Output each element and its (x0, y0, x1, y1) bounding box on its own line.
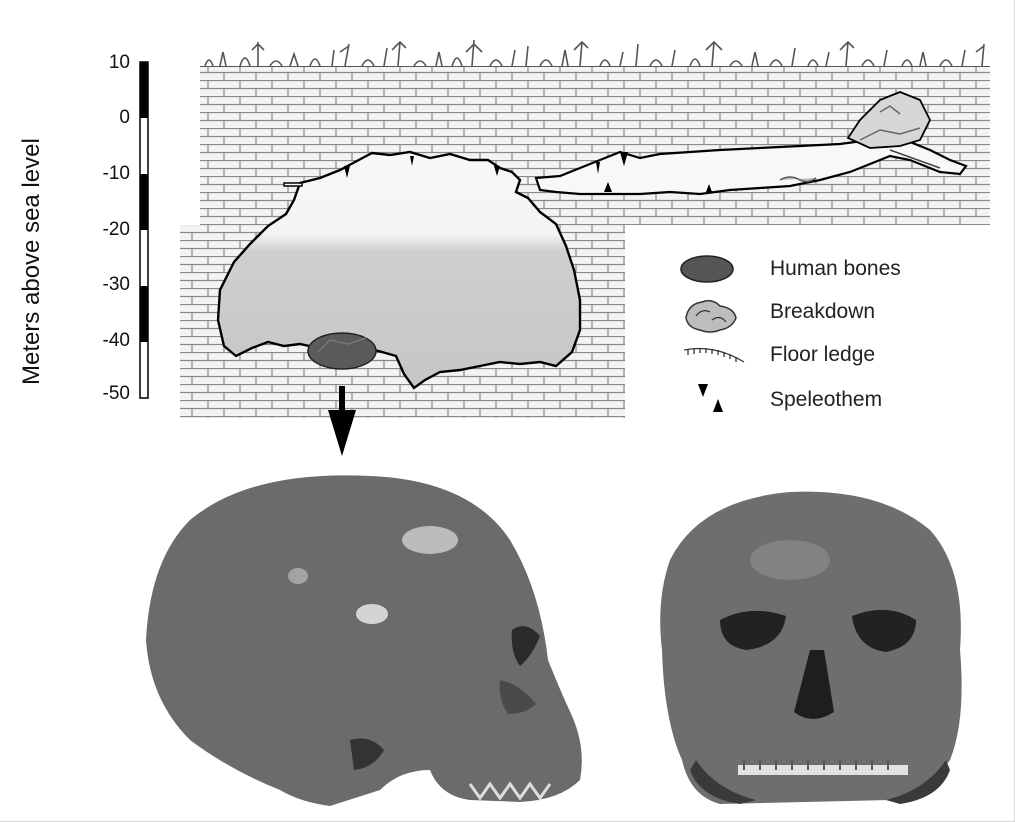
surface-vegetation (205, 40, 984, 66)
bone-deposit-icon (681, 256, 733, 282)
legend-label-breakdown: Breakdown (770, 300, 875, 324)
legend-label-floor-ledge: Floor ledge (770, 343, 875, 367)
skull-frontal-view (660, 492, 961, 804)
skull-lateral-view (146, 475, 582, 806)
legend-label-speleothem: Speleothem (770, 388, 882, 412)
legend-label-human-bones: Human bones (770, 257, 901, 281)
floor-ledge-icon (684, 348, 744, 362)
legend-icons (681, 256, 744, 412)
speleothem-icon (698, 384, 723, 412)
breakdown-rock-icon (686, 301, 736, 332)
human-bones-deposit (308, 333, 376, 369)
